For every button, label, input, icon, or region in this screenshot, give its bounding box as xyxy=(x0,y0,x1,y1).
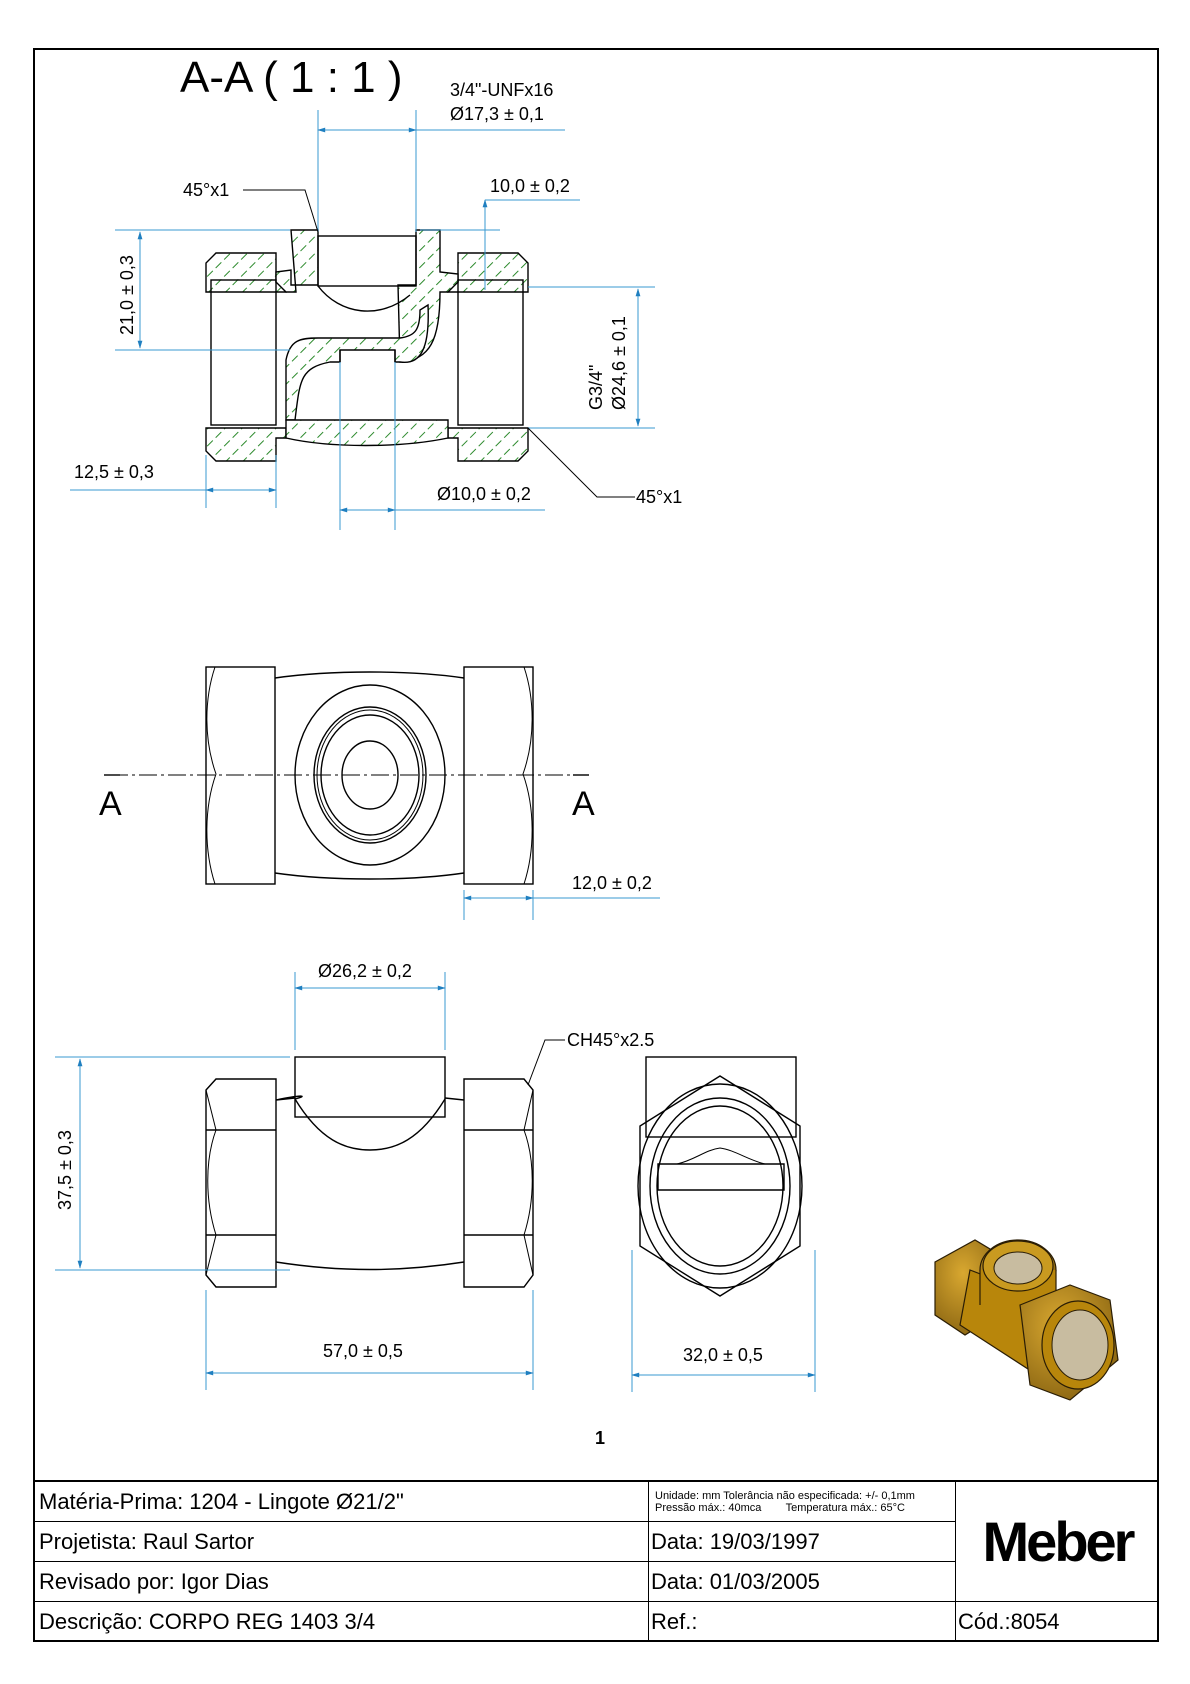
title-block: Matéria-Prima: 1204 - Lingote Ø21/2" Pro… xyxy=(33,1480,1159,1642)
material-row: Matéria-Prima: 1204 - Lingote Ø21/2" xyxy=(33,1482,649,1522)
overall-length-dim: 57,0 ± 0,5 xyxy=(323,1341,403,1361)
pipe-diameter-dim: Ø24,6 ± 0,1 xyxy=(609,316,629,410)
section-mark-left: A xyxy=(99,785,122,823)
sheet-number: 1 xyxy=(595,1428,605,1448)
thread-label: 3/4"-UNFx16 xyxy=(450,80,553,100)
side-view: 32,0 ± 0,5 xyxy=(631,1056,816,1392)
ref-row: Ref.: xyxy=(649,1602,956,1642)
description-value: CORPO REG 1403 3/4 xyxy=(148,1608,376,1634)
side-width-dim: 32,0 ± 0,5 xyxy=(683,1345,763,1365)
code-row: Cód.: 8054 xyxy=(956,1602,1159,1642)
code-value: 8054 xyxy=(1010,1608,1060,1634)
length-left-dim: 12,5 ± 0,3 xyxy=(74,462,154,482)
reviewer-row: Revisado por: Igor Dias xyxy=(33,1562,649,1602)
front-view: Ø26,2 ± 0,2 CH45°x2.5 37,5 ± 0,3 57,0 ± … xyxy=(55,961,654,1390)
designer-value: Raul Sartor xyxy=(142,1528,255,1554)
width-right-dim: 12,0 ± 0,2 xyxy=(572,873,652,893)
code-label: Cód.: xyxy=(958,1608,1011,1634)
height-left-dim: 21,0 ± 0,3 xyxy=(117,255,137,335)
company-logo: Meber xyxy=(982,1510,1136,1573)
material-value: 1204 - Lingote Ø21/2" xyxy=(189,1488,404,1514)
notes-cell: Unidade: mm Tolerância não especificada:… xyxy=(649,1482,956,1522)
section-mark-right: A xyxy=(572,785,595,823)
note-units-tolerance: Unidade: mm Tolerância não especificada:… xyxy=(655,1489,915,1502)
chamfer-note: CH45°x2.5 xyxy=(567,1030,654,1050)
section-bores xyxy=(210,235,524,426)
material-label: Matéria-Prima: xyxy=(39,1488,184,1514)
height-dim: 37,5 ± 0,3 xyxy=(55,1130,75,1210)
designer-label: Projetista: xyxy=(39,1528,137,1554)
date-created: Data: 19/03/1997 xyxy=(649,1522,956,1562)
iso-right-port xyxy=(1051,1309,1109,1381)
section-title: A-A ( 1 : 1 ) xyxy=(180,53,403,102)
note-pressure-temperature: Pressão máx.: 40mca Temperatura máx.: 65… xyxy=(655,1501,905,1514)
description-row: Descrição: CORPO REG 1403 3/4 xyxy=(33,1602,649,1642)
designer-row: Projetista: Raul Sartor xyxy=(33,1522,649,1562)
thread-diameter-dim: Ø17,3 ± 0,1 xyxy=(450,104,544,124)
ref-label: Ref.: xyxy=(651,1608,698,1634)
isometric-view xyxy=(934,1239,1119,1401)
bore-diameter-dim: Ø10,0 ± 0,2 xyxy=(437,484,531,504)
reviewer-value: Igor Dias xyxy=(180,1568,269,1594)
logo-cell: Meber xyxy=(956,1482,1159,1602)
chamfer-top-label: 45°x1 xyxy=(183,180,229,200)
depth-top-dim: 10,0 ± 0,2 xyxy=(490,176,570,196)
section-view: A-A ( 1 : 1 ) xyxy=(70,53,682,530)
section-dimensions: 3/4"-UNFx16 Ø17,3 ± 0,1 45°x1 10,0 ± 0,2… xyxy=(70,80,682,530)
top-view: A A 12,0 ± 0,2 xyxy=(99,666,660,920)
pipe-thread-label: G3/4" xyxy=(586,365,606,410)
chamfer-right-label: 45°x1 xyxy=(636,487,682,507)
boss-diameter-dim: Ø26,2 ± 0,2 xyxy=(318,961,412,981)
date-revised: Data: 01/03/2005 xyxy=(649,1562,956,1602)
reviewer-label: Revisado por: xyxy=(39,1568,175,1594)
description-label: Descrição: xyxy=(39,1608,143,1634)
section-body xyxy=(205,229,529,462)
